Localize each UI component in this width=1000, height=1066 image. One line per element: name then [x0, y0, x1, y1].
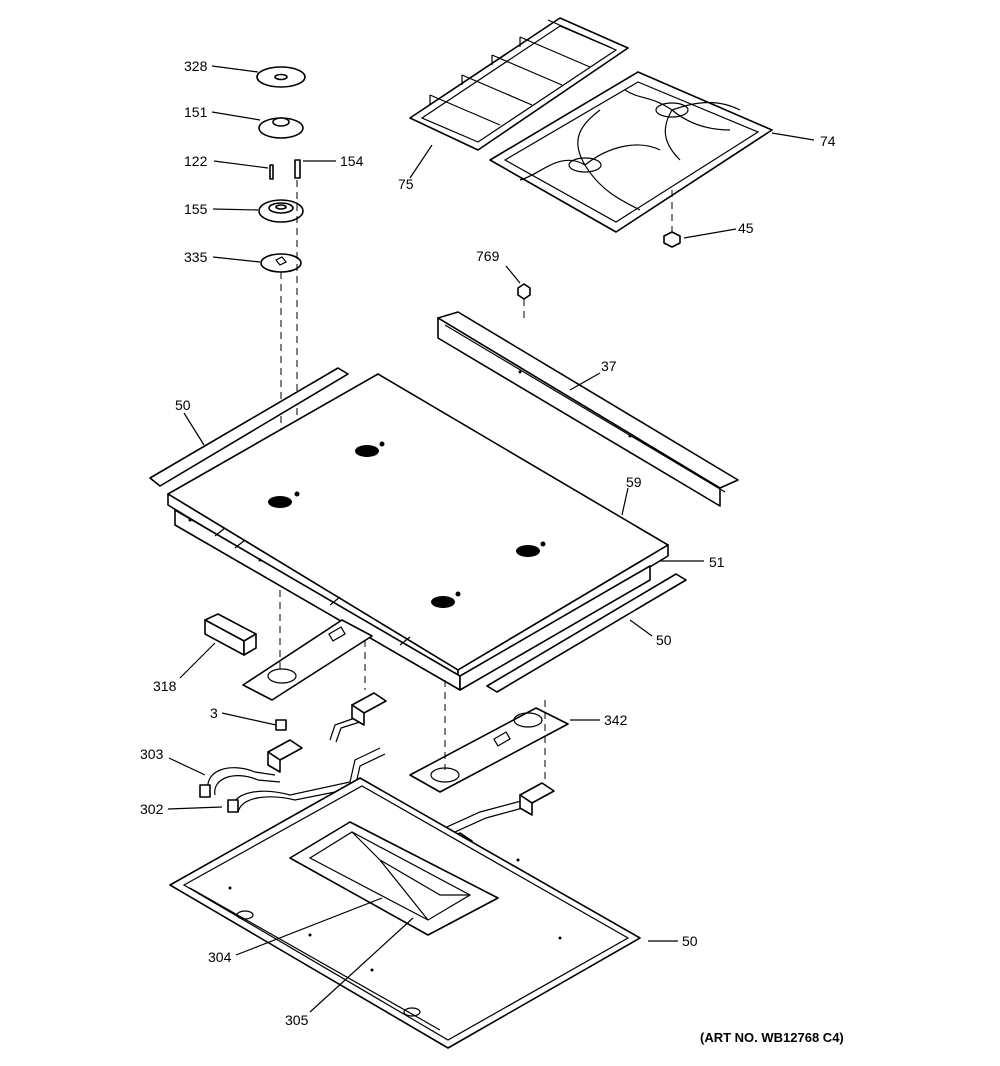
callout-74: 74	[820, 133, 836, 149]
callout-3: 3	[210, 705, 218, 721]
callout-59: 59	[626, 474, 642, 490]
callout-45: 45	[738, 220, 754, 236]
orifice-3	[275, 719, 287, 731]
leader-lines	[167, 65, 815, 1013]
art-number: (ART NO. WB12768 C4)	[700, 1030, 844, 1045]
grate-foot-45	[663, 231, 681, 248]
trim-strip-50-left	[149, 367, 349, 487]
callout-50-right: 50	[656, 632, 672, 648]
electrode-154	[294, 159, 301, 179]
valve-left-303	[267, 739, 303, 773]
burner-bracket-342	[409, 707, 569, 793]
callout-305: 305	[285, 1012, 309, 1028]
clip-769	[517, 283, 531, 300]
callout-75: 75	[398, 176, 414, 192]
callout-37: 37	[601, 358, 617, 374]
bottom-pan-50	[169, 777, 641, 1049]
valve-right-top	[519, 782, 555, 816]
burner-bracket-left	[242, 619, 373, 701]
callout-342: 342	[604, 712, 628, 728]
callout-318: 318	[153, 678, 177, 694]
callout-154: 154	[340, 153, 364, 169]
valve-left-302	[351, 692, 387, 726]
callout-151: 151	[184, 104, 208, 120]
burner-head-151	[258, 117, 304, 139]
callout-51: 51	[709, 554, 725, 570]
rear-channel-37	[437, 311, 739, 507]
callout-122: 122	[184, 153, 208, 169]
grate-75	[409, 17, 629, 151]
callout-328: 328	[184, 58, 208, 74]
cooktop-frame-51	[174, 509, 651, 691]
burner-seal-335	[260, 253, 302, 273]
bracket-318	[204, 613, 257, 656]
callout-155: 155	[184, 201, 208, 217]
callout-335: 335	[184, 249, 208, 265]
callout-303: 303	[140, 746, 164, 762]
trim-strip-50-right	[486, 573, 687, 693]
burner-cap-328	[256, 66, 306, 88]
callout-labels: 328 151 122 154 155 335 75 74 45 769 37 …	[140, 58, 836, 1028]
burner-base-155	[258, 199, 304, 223]
grate-74	[489, 71, 773, 233]
callout-50-bottom: 50	[682, 933, 698, 949]
screw-122	[269, 164, 274, 180]
callout-769: 769	[476, 248, 500, 264]
callout-50-left: 50	[175, 397, 191, 413]
callout-304: 304	[208, 949, 232, 965]
callout-302: 302	[140, 801, 164, 817]
